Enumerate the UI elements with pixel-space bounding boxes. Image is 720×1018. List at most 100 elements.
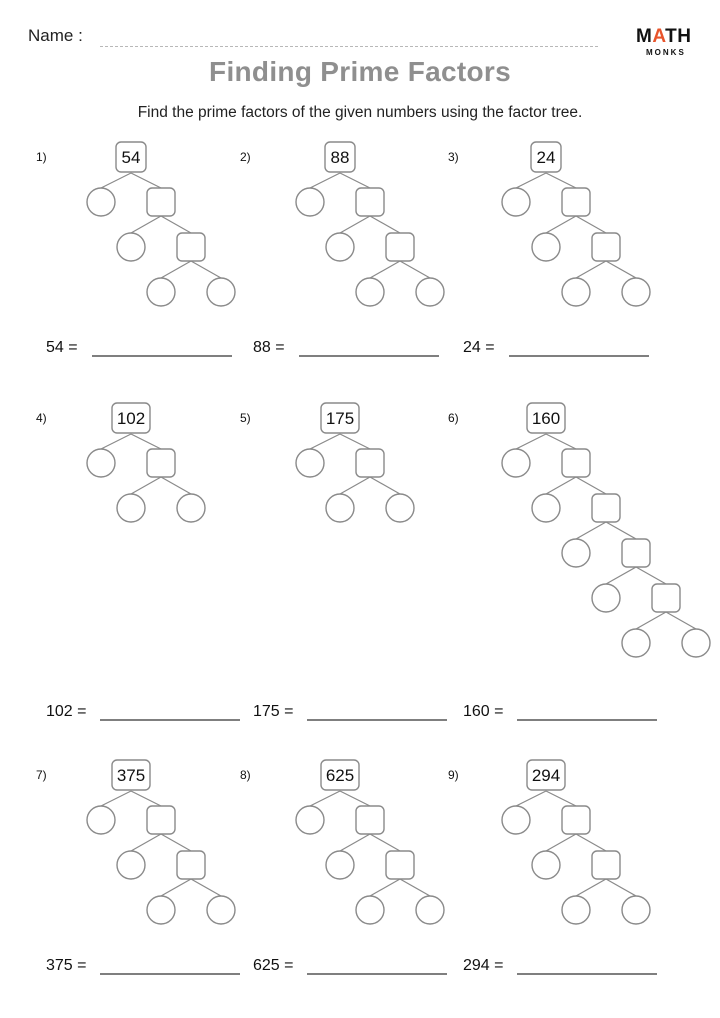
tree-branch [545,790,577,807]
factor-circle[interactable] [681,628,711,658]
tree-branch [130,172,162,189]
tree-branch [575,260,607,279]
factor-box[interactable] [146,805,176,835]
factor-circle[interactable] [295,805,325,835]
problem-8-label: 8) [240,768,251,782]
factor-box[interactable] [621,538,651,568]
factor-box[interactable] [385,232,415,262]
factor-circle[interactable] [86,448,116,478]
factor-box[interactable] [355,187,385,217]
tree-branch [130,790,162,807]
factor-circle[interactable] [325,493,355,523]
factor-circle[interactable] [295,187,325,217]
factor-circle[interactable] [146,277,176,307]
problem-7-label: 7) [36,768,47,782]
factor-circle[interactable] [621,277,651,307]
factor-box[interactable] [591,232,621,262]
factor-circle[interactable] [116,493,146,523]
tree-branch [369,833,401,852]
tree-branch [339,433,371,450]
logo-wordmark: MATH [636,26,692,47]
factor-circle[interactable] [325,850,355,880]
factor-box[interactable] [591,850,621,880]
name-row: Name : [28,24,598,54]
factor-box[interactable] [146,448,176,478]
factor-circle[interactable] [501,805,531,835]
tree-branch [100,172,132,189]
factor-circle[interactable] [146,895,176,925]
tree-branch [160,878,192,897]
factor-circle[interactable] [561,895,591,925]
tree-branch [515,790,547,807]
tree-branch [575,878,607,897]
factor-circle[interactable] [86,187,116,217]
tree-branch [545,215,577,234]
factor-box[interactable] [385,850,415,880]
name-label: Name : [28,26,83,45]
tree-branch [575,521,607,540]
factor-circle[interactable] [355,895,385,925]
tree-branch [605,260,637,279]
problem-2-root-box [324,141,356,173]
factor-circle[interactable] [295,448,325,478]
tree-branch [545,833,577,852]
tree-branch [545,433,577,450]
factor-circle[interactable] [501,448,531,478]
problem-9-number: 294 [532,766,560,785]
factor-box[interactable] [561,187,591,217]
tree-branch [605,566,637,585]
factor-circle[interactable] [561,538,591,568]
tree-branch [515,172,547,189]
factor-circle[interactable] [591,583,621,613]
tree-branch [369,476,401,495]
tree-branch [190,878,222,897]
factor-circle[interactable] [176,493,206,523]
factor-circle[interactable] [531,232,561,262]
factor-box[interactable] [355,448,385,478]
tree-branch [545,172,577,189]
problem-3-number: 24 [537,148,556,167]
tree-branch [635,566,667,585]
factor-box[interactable] [561,448,591,478]
factor-box[interactable] [355,805,385,835]
factor-circle[interactable] [621,628,651,658]
factor-circle[interactable] [531,493,561,523]
factor-circle[interactable] [415,277,445,307]
factor-circle[interactable] [501,187,531,217]
tree-branch [369,215,401,234]
factor-circle[interactable] [86,805,116,835]
factor-box[interactable] [176,850,206,880]
factor-box[interactable] [651,583,681,613]
tree-branch [100,790,132,807]
tree-branch [130,833,162,852]
problem-6-root-box [526,402,566,434]
tree-branch [130,476,162,495]
tree-branch [309,172,341,189]
factor-box[interactable] [591,493,621,523]
problem-2-label: 2) [240,150,251,164]
factor-circle[interactable] [355,277,385,307]
factor-circle[interactable] [116,850,146,880]
factor-box[interactable] [561,805,591,835]
tree-branch [665,611,697,630]
factor-circle[interactable] [325,232,355,262]
factor-box[interactable] [176,232,206,262]
tree-branch [309,433,341,450]
factor-circle[interactable] [206,895,236,925]
problem-9-answer-prefix: 294 = [463,957,503,974]
factor-circle[interactable] [621,895,651,925]
factor-circle[interactable] [531,850,561,880]
factor-circle[interactable] [415,895,445,925]
problem-7-root-box [111,759,151,791]
factor-box[interactable] [146,187,176,217]
tree-branch [339,790,371,807]
problem-3-root-box [530,141,562,173]
factor-circle[interactable] [561,277,591,307]
tree-branch [130,433,162,450]
problem-3-answer-prefix: 24 = [463,339,495,356]
name-field[interactable] [100,46,598,47]
factor-circle[interactable] [206,277,236,307]
factor-circle[interactable] [385,493,415,523]
factor-circle[interactable] [116,232,146,262]
